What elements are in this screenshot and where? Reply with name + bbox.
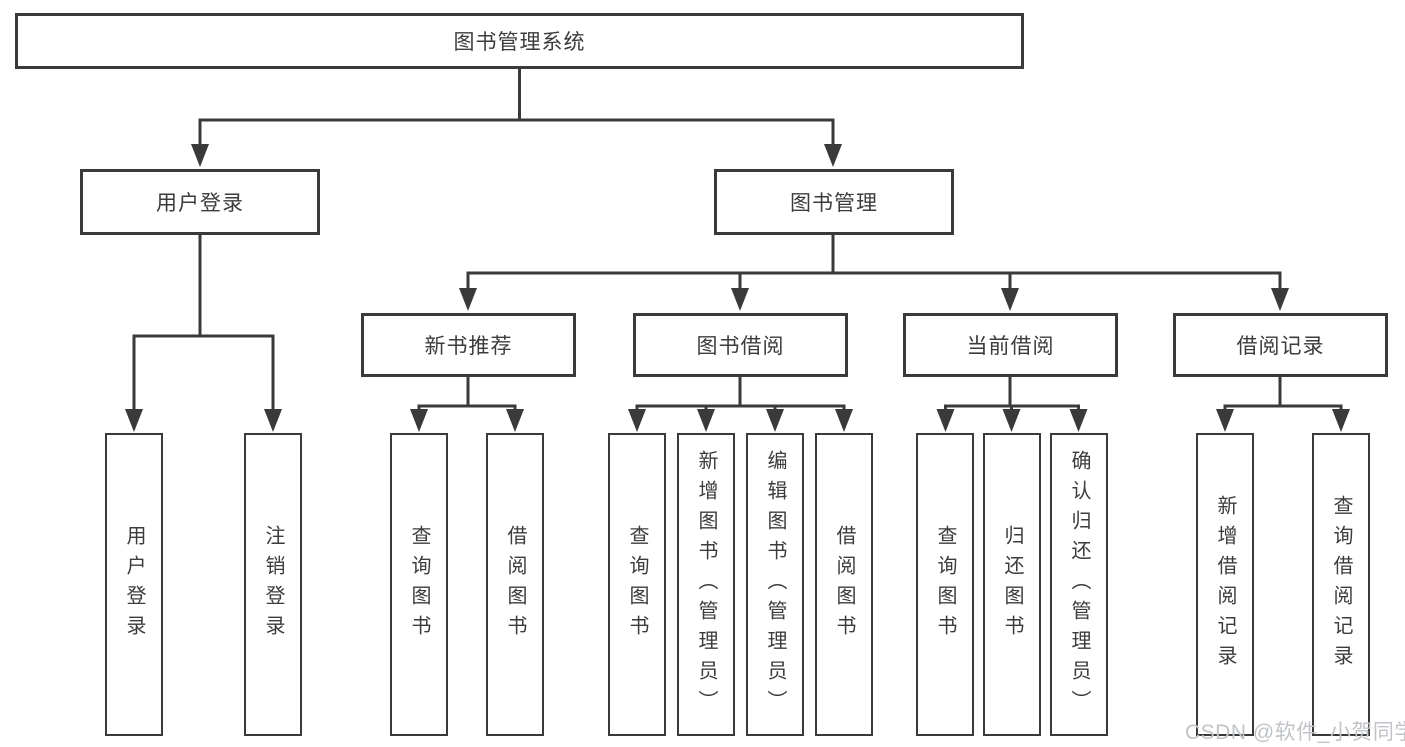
- node-user-login: 用户登录: [80, 169, 320, 235]
- leaf-current-query-book-label: 查询图书: [934, 524, 956, 645]
- node-user-login-label: 用户登录: [156, 192, 244, 215]
- leaf-newrec-borrow-book-label: 借阅图书: [504, 524, 526, 645]
- node-book-borrowing: 图书借阅: [633, 313, 848, 377]
- arrowhead: [936, 409, 955, 432]
- node-current-borrowing: 当前借阅: [903, 313, 1118, 377]
- node-book-borrowing-label: 图书借阅: [696, 335, 785, 358]
- leaf-borrowing-query-book-label: 查询图书: [626, 524, 648, 645]
- leaf-newrec-borrow-book: 借阅图书: [486, 433, 544, 736]
- leaf-edit-book-admin: 编辑图书（管理员）: [746, 433, 804, 736]
- arrowhead: [835, 409, 853, 432]
- arrowheads: [125, 144, 1350, 432]
- arrowhead: [1002, 409, 1021, 432]
- leaf-edit-book-admin-label: 编辑图书（管理员）: [764, 449, 786, 720]
- leaf-borrowing-borrow-book: 借阅图书: [815, 433, 873, 736]
- arrowhead: [410, 409, 428, 432]
- arrowhead: [1271, 288, 1289, 311]
- leaf-confirm-return-admin-label: 确认归还（管理员）: [1068, 449, 1090, 720]
- leaf-add-book-admin-label: 新增图书（管理员）: [695, 449, 717, 720]
- leaf-newrec-query-book-label: 查询图书: [408, 524, 430, 645]
- node-borrow-records: 借阅记录: [1173, 313, 1388, 377]
- arrowhead: [264, 409, 282, 432]
- leaf-return-book-label: 归还图书: [1001, 524, 1023, 645]
- leaf-borrowing-borrow-book-label: 借阅图书: [833, 524, 855, 645]
- leaf-query-borrow-record-label: 查询借阅记录: [1330, 494, 1352, 675]
- leaf-user-login: 用户登录: [105, 433, 163, 736]
- node-root: 图书管理系统: [15, 13, 1024, 69]
- arrowhead: [1332, 409, 1350, 432]
- node-new-book-recommend: 新书推荐: [361, 313, 576, 377]
- arrowhead: [459, 288, 477, 311]
- leaf-confirm-return-admin: 确认归还（管理员）: [1050, 433, 1108, 736]
- leaf-logout: 注销登录: [244, 433, 302, 736]
- arrowhead: [697, 409, 715, 432]
- arrowhead: [628, 409, 646, 432]
- node-root-label: 图书管理系统: [453, 31, 586, 54]
- leaf-query-borrow-record: 查询借阅记录: [1312, 433, 1370, 736]
- arrowhead: [1069, 409, 1088, 432]
- leaf-logout-label: 注销登录: [262, 524, 284, 645]
- leaf-add-borrow-record: 新增借阅记录: [1196, 433, 1254, 736]
- node-new-book-recommend-label: 新书推荐: [424, 335, 513, 358]
- node-book-management-label: 图书管理: [790, 192, 878, 215]
- leaf-newrec-query-book: 查询图书: [390, 433, 448, 736]
- arrowhead: [1216, 409, 1234, 432]
- node-borrow-records-label: 借阅记录: [1236, 335, 1325, 358]
- arrowhead: [125, 409, 143, 432]
- node-book-management: 图书管理: [714, 169, 954, 235]
- arrowhead: [824, 144, 842, 167]
- leaf-current-query-book: 查询图书: [916, 433, 974, 736]
- arrowhead: [506, 409, 524, 432]
- leaf-add-book-admin: 新增图书（管理员）: [677, 433, 735, 736]
- node-current-borrowing-label: 当前借阅: [966, 335, 1055, 358]
- leaf-add-borrow-record-label: 新增借阅记录: [1214, 494, 1236, 675]
- leaf-user-login-label: 用户登录: [123, 524, 145, 645]
- leaf-borrowing-query-book: 查询图书: [608, 433, 666, 736]
- arrowhead: [191, 144, 209, 167]
- csdn-watermark: CSDN @软件_小贺同学: [1185, 721, 1405, 744]
- arrowhead: [766, 409, 784, 432]
- arrowhead: [731, 288, 749, 311]
- leaf-return-book: 归还图书: [983, 433, 1041, 736]
- arrowhead: [1001, 288, 1019, 311]
